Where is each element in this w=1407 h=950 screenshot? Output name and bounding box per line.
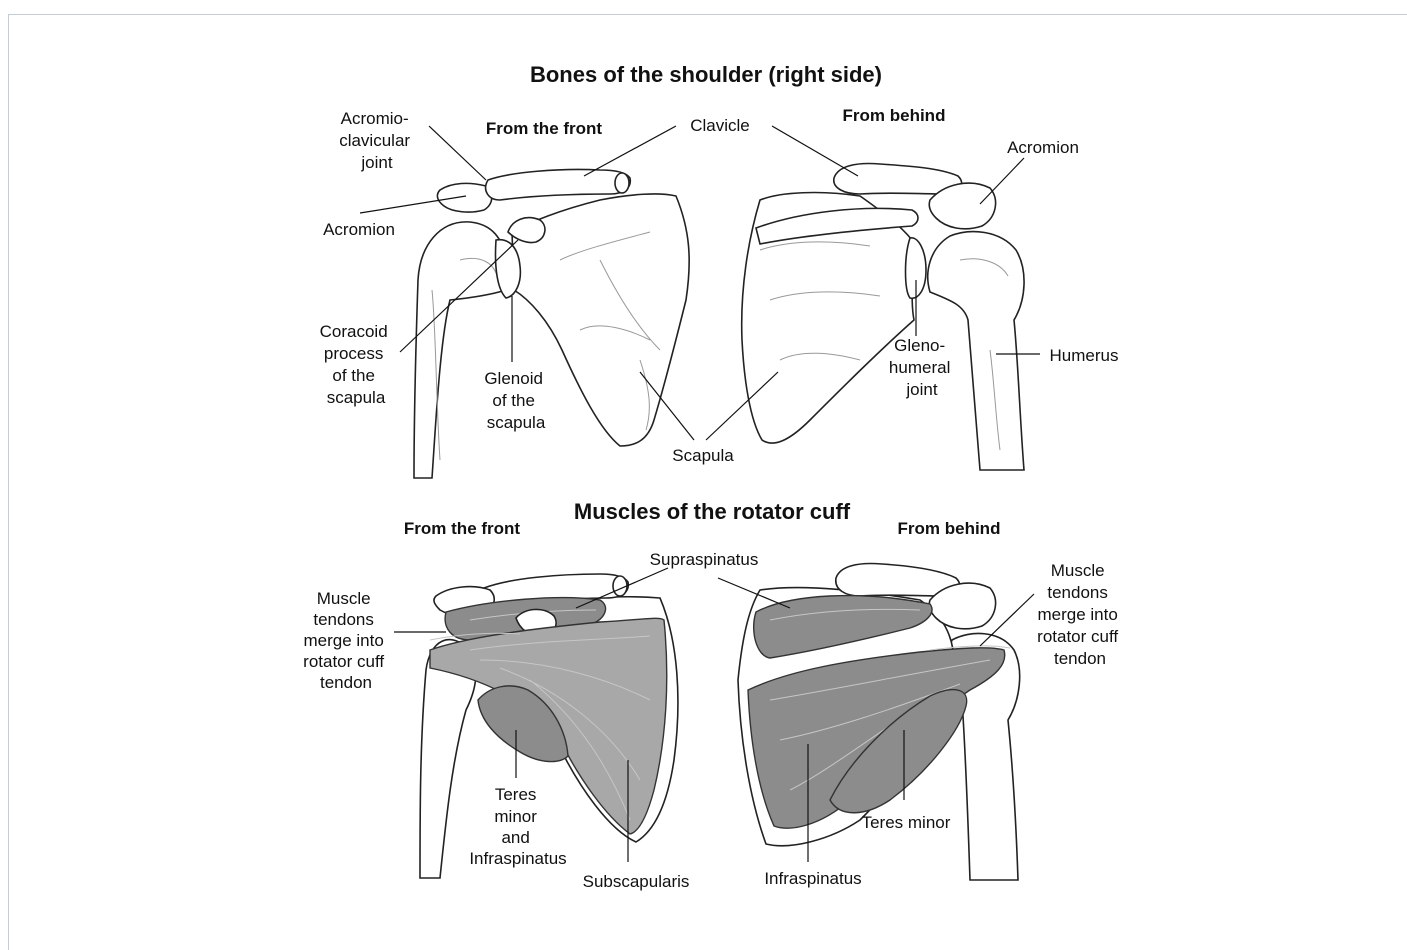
teres-infraspinatus-label: Teres minor and Infraspinatus [469, 785, 566, 868]
supraspinatus-label: Supraspinatus [650, 550, 759, 569]
tendons-front-label: Muscle tendons merge into rotator cuff t… [303, 589, 389, 692]
teres-minor-label: Teres minor [862, 813, 951, 832]
clavicle-front [486, 169, 631, 200]
bones-title: Bones of the shoulder (right side) [530, 62, 882, 87]
acromion-front-label: Acromion [323, 220, 395, 239]
humerus-label: Humerus [1050, 346, 1119, 365]
bones-front-heading: From the front [486, 119, 602, 138]
bones-behind-heading: From behind [843, 106, 946, 125]
glenoid-label: Glenoid of the scapula [484, 369, 547, 432]
muscles-title: Muscles of the rotator cuff [574, 499, 851, 524]
scapula-label: Scapula [672, 446, 734, 465]
muscles-behind-illustration [738, 564, 1020, 880]
subscapularis-label: Subscapularis [583, 872, 690, 891]
ac-joint-label: Acromio- clavicular joint [339, 109, 415, 172]
coracoid-label: Coracoid process of the scapula [320, 322, 393, 407]
acromion-behind-label: Acromion [1007, 138, 1079, 157]
infraspinatus-label: Infraspinatus [764, 869, 861, 888]
bones-front-illustration [414, 169, 689, 478]
glenohumeral-label: Gleno- humeral joint [889, 336, 955, 399]
muscles-front-heading: From the front [404, 519, 520, 538]
muscles-front-illustration [420, 574, 678, 878]
bones-behind-illustration [742, 164, 1024, 470]
clavicle-label: Clavicle [690, 116, 750, 135]
acromion-front [437, 183, 491, 212]
muscles-behind-heading: From behind [898, 519, 1001, 538]
tendons-behind-label: Muscle tendons merge into rotator cuff t… [1037, 561, 1123, 668]
